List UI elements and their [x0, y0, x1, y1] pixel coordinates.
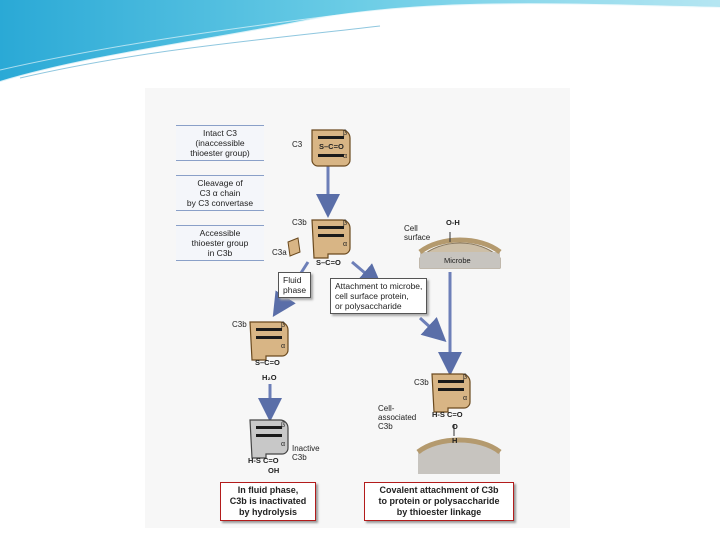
c3b-molecule-fluid	[249, 321, 289, 361]
thioester-label-fluid: S–C=O	[255, 358, 280, 367]
fluid-phase-caption: In fluid phase, C3b is inactivated by hy…	[220, 482, 316, 521]
legend-step-cleavage: Cleavage of C3 α chain by C3 convertase	[176, 175, 264, 211]
alpha-label-inactive: α	[281, 441, 286, 448]
alpha-label-cell: α	[463, 395, 468, 402]
header-wave-decoration	[0, 0, 720, 83]
inactive-c3b-label: Inactive C3b	[292, 444, 320, 462]
legend-step-intact-c3: Intact C3 (inaccessible thioester group)	[176, 125, 264, 161]
cell-associated-c3b-molecule	[431, 373, 471, 413]
microbe-surface	[418, 232, 502, 269]
cell-o-label: O	[452, 422, 458, 431]
oh-group-label: O-H	[446, 218, 460, 227]
inactive-c3b-molecule	[249, 419, 289, 459]
c3b-molecule-top	[311, 219, 351, 259]
c3-molecule	[311, 129, 351, 167]
beta-label-c3b: β	[343, 220, 348, 227]
microbe-label: Microbe	[444, 256, 471, 265]
c3a-fragment	[287, 237, 301, 257]
beta-label-fluid: β	[281, 322, 286, 329]
cell-bond-label: H-S C=O	[432, 410, 463, 419]
cell-surface-label: Cell surface	[404, 224, 431, 242]
legend-step-accessible: Accessible thioester group in C3b	[176, 225, 264, 261]
c3b-label-cell: C3b	[414, 378, 429, 387]
alpha-label-c3b: α	[343, 241, 348, 248]
beta-label-c3: β	[343, 130, 348, 137]
hydrolyzed-bond-label: H-S C=O	[248, 456, 279, 465]
cell-associated-label: Cell- associated C3b	[378, 404, 417, 431]
c3b-label-fluid: C3b	[232, 320, 247, 329]
water-label: H₂O	[262, 373, 277, 382]
alpha-label-fluid: α	[281, 343, 286, 350]
thioester-label-c3: S–C=O	[319, 142, 344, 151]
c3-label: C3	[292, 140, 303, 149]
cell-h-label: H	[452, 436, 458, 445]
beta-label-cell: β	[463, 374, 468, 381]
alpha-label-c3: α	[343, 153, 348, 160]
c3a-label: C3a	[272, 248, 287, 257]
microbe-surface-attached	[416, 424, 502, 474]
attachment-panel: Attachment to microbe, cell surface prot…	[330, 278, 428, 314]
fluid-phase-panel: Fluid phase	[278, 272, 312, 298]
thioester-label-c3b: S–C=O	[316, 258, 341, 267]
c3b-label-top: C3b	[292, 218, 307, 227]
oh-label: OH	[268, 466, 280, 475]
arrow-attachment-to-microbe	[418, 316, 447, 343]
beta-label-inactive: β	[281, 422, 286, 429]
covalent-attachment-caption: Covalent attachment of C3b to protein or…	[364, 482, 514, 521]
